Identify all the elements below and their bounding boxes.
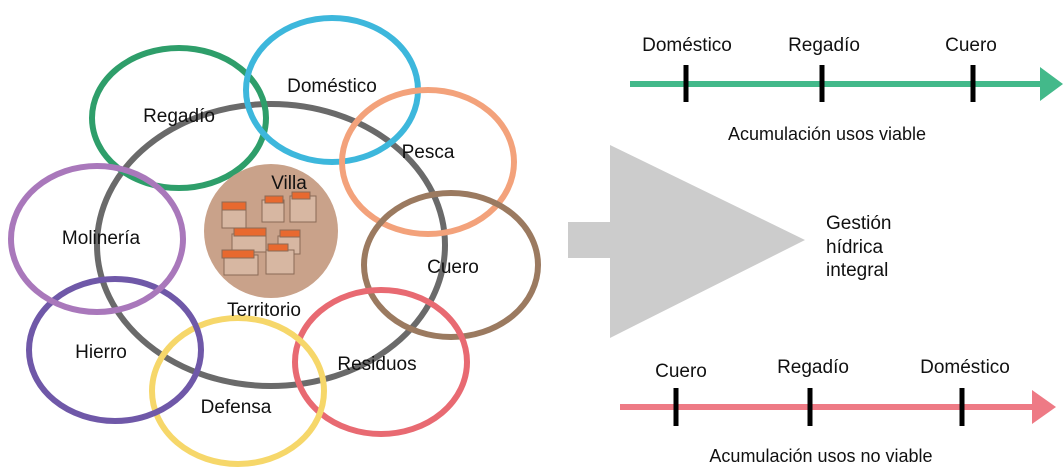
cuero-label: Cuero [427, 257, 479, 278]
house [221, 207, 247, 229]
hierro-ellipse [26, 276, 204, 424]
domestico-label: Doméstico [287, 76, 377, 97]
non-viable-timeline: Cuero Regadío Doméstico Acumulación usos… [620, 357, 1056, 466]
viable-timeline: Doméstico Regadío Cuero Acumulación usos… [630, 35, 1063, 144]
house-roof [291, 191, 311, 200]
center-text-line-2: hídrica [826, 237, 883, 258]
non-viable-tick-label-2: Regadío [777, 357, 849, 378]
house-roof [233, 227, 267, 237]
hierro-label: Hierro [75, 342, 127, 363]
house [265, 249, 295, 275]
regadio-ellipse [89, 45, 269, 191]
village-houses [221, 191, 317, 276]
defensa-label: Defensa [201, 397, 272, 418]
viable-timeline-arrowhead [1040, 67, 1063, 101]
residuos-ellipse [292, 287, 470, 437]
viable-tick-label-1: Doméstico [642, 35, 732, 56]
center-text-line-3: integral [826, 260, 888, 281]
house-roof [221, 249, 255, 259]
house [231, 233, 267, 253]
village-label: Villa [271, 173, 307, 194]
non-viable-caption: Acumulación usos no viable [709, 446, 932, 466]
defensa-ellipse [149, 315, 327, 467]
pesca-ellipse [339, 87, 517, 237]
territory-label: Territorio [227, 300, 301, 321]
non-viable-timeline-arrowhead [1032, 390, 1056, 424]
territory-ellipse [94, 101, 448, 389]
viable-caption: Acumulación usos viable [728, 124, 926, 144]
house-roof [267, 243, 289, 252]
non-viable-tick-label-3: Doméstico [920, 357, 1010, 378]
transition-arrow [568, 145, 805, 338]
regadio-label: Regadío [143, 106, 215, 127]
non-viable-tick-label-1: Cuero [655, 361, 707, 382]
viable-tick-label-3: Cuero [945, 35, 997, 56]
pesca-label: Pesca [402, 142, 455, 163]
house-roof [264, 195, 284, 204]
viable-tick-label-2: Regadío [788, 35, 860, 56]
cuero-ellipse [361, 190, 541, 340]
house [289, 195, 317, 223]
residuos-label: Residuos [337, 354, 416, 375]
molineria-ellipse [8, 163, 186, 315]
house-roof [279, 229, 301, 238]
molineria-label: Molinería [62, 228, 141, 249]
integrated-management-text: Gestión hídrica integral [826, 213, 891, 281]
village-illustration [204, 164, 338, 298]
house-roof [221, 201, 247, 211]
center-text-line-1: Gestión [826, 213, 891, 234]
